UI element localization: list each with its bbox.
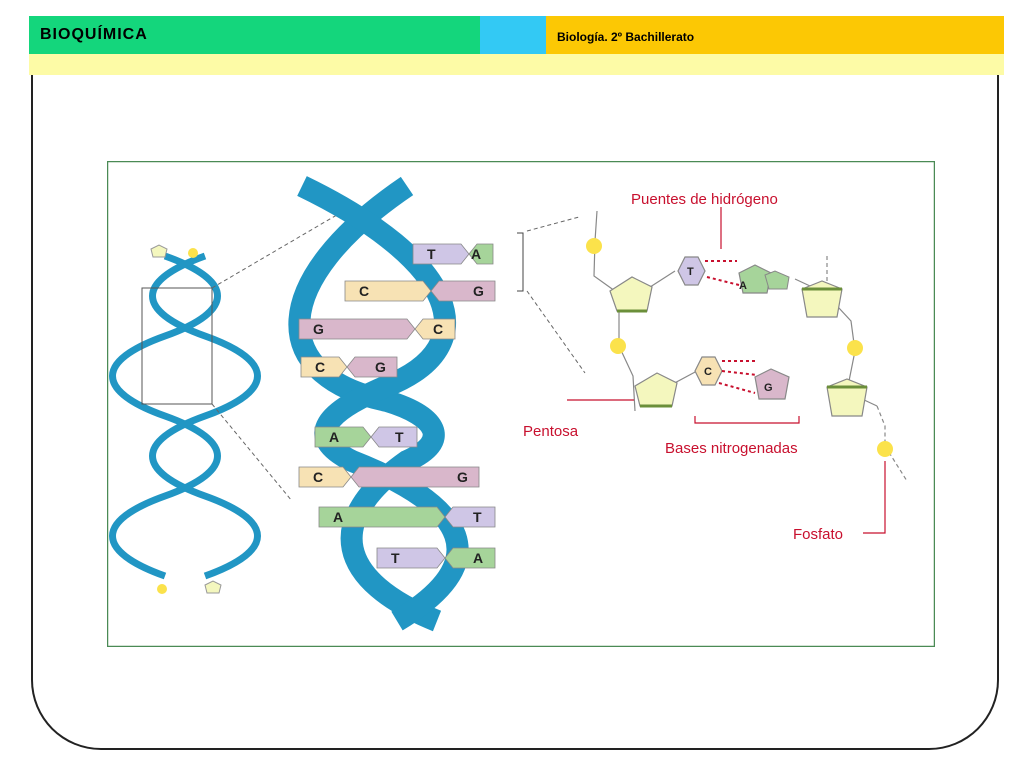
phosphate-icon (188, 248, 198, 258)
base-C-bar (344, 280, 432, 302)
base-pair-left-label: T (427, 246, 436, 262)
base-G-bar (298, 318, 416, 340)
label-phosphate: Fosfato (793, 526, 843, 543)
label-hydrogen-bonds: Puentes de hidrógeno (631, 191, 778, 208)
base-pair-left-label: G (313, 321, 324, 337)
base-pair-right-label: T (473, 509, 482, 525)
phosphate-icon (157, 584, 167, 594)
base-G-shape (754, 368, 790, 400)
figure-border (107, 161, 935, 647)
base-pair-right-label: G (473, 283, 484, 299)
pentose-icon (150, 244, 168, 258)
base-A-bar (444, 547, 496, 569)
base-pair-right-label: G (375, 359, 386, 375)
base-pair-left-label: C (315, 359, 325, 375)
label-nitrogen-bases: Bases nitrogenadas (665, 440, 798, 457)
base-pair-right-label: A (471, 246, 481, 262)
base-C-bar (298, 466, 352, 488)
detail-base-label: C (704, 366, 712, 378)
base-A-bar (314, 426, 372, 448)
bracket (517, 232, 524, 292)
label-pentose: Pentosa (523, 423, 579, 440)
base-pair-left-label: C (359, 283, 369, 299)
header-green-bar (29, 16, 480, 54)
base-A-bar (318, 506, 446, 528)
pentose-shape (826, 378, 868, 417)
label-leaders (567, 207, 886, 534)
zoom-lines (211, 208, 586, 502)
base-T-bar (370, 426, 418, 448)
slide-title: BIOQUÍMICA (40, 26, 148, 43)
pentose-shape (609, 276, 653, 312)
header-gold-bar (546, 16, 1004, 54)
phosphate-shape (877, 441, 893, 457)
base-G-bar (350, 466, 480, 488)
base-G-bar (430, 280, 496, 302)
detail-base-label: A (739, 280, 747, 292)
base-C-shape (694, 356, 723, 386)
base-pair-left-label: T (391, 550, 400, 566)
base-C-bar (414, 318, 456, 340)
base-pair-right-label: A (473, 550, 483, 566)
base-T-shape (677, 256, 706, 286)
base-pair-left-label: A (329, 429, 339, 445)
base-pair-right-label: C (433, 321, 443, 337)
phosphate-shape (847, 340, 863, 356)
base-pair-left-label: C (313, 469, 323, 485)
base-C-bar (300, 356, 348, 378)
small-helix (109, 244, 261, 594)
hydrogen-bonds (705, 260, 758, 394)
pentose-shape (634, 372, 678, 407)
detail-base-label: T (687, 266, 694, 278)
slide-frame (31, 16, 999, 750)
zoom-box (141, 287, 213, 405)
detail-base-label: G (764, 382, 773, 394)
large-helix (288, 176, 469, 632)
base-T-bar (412, 243, 470, 265)
base-pair-right-label: G (457, 469, 468, 485)
base-pair-left-label: A (333, 509, 343, 525)
base-T-bar (444, 506, 496, 528)
phosphate-shape (610, 338, 626, 354)
base-T-bar (376, 547, 446, 569)
header-yellow-band (29, 54, 1004, 75)
base-G-bar (346, 356, 398, 378)
pentose-icon (204, 580, 222, 594)
pentose-shape (801, 280, 843, 318)
base-A-bar (468, 243, 494, 265)
slide-subtitle: Biología. 2º Bachillerato (557, 30, 695, 44)
phosphate-shape (586, 238, 602, 254)
base-pair-right-label: T (395, 429, 404, 445)
header-cyan-bar (480, 16, 546, 54)
molecular-detail: T A C G Puentes de hidrógeno Pentosa Bas… (523, 191, 908, 543)
